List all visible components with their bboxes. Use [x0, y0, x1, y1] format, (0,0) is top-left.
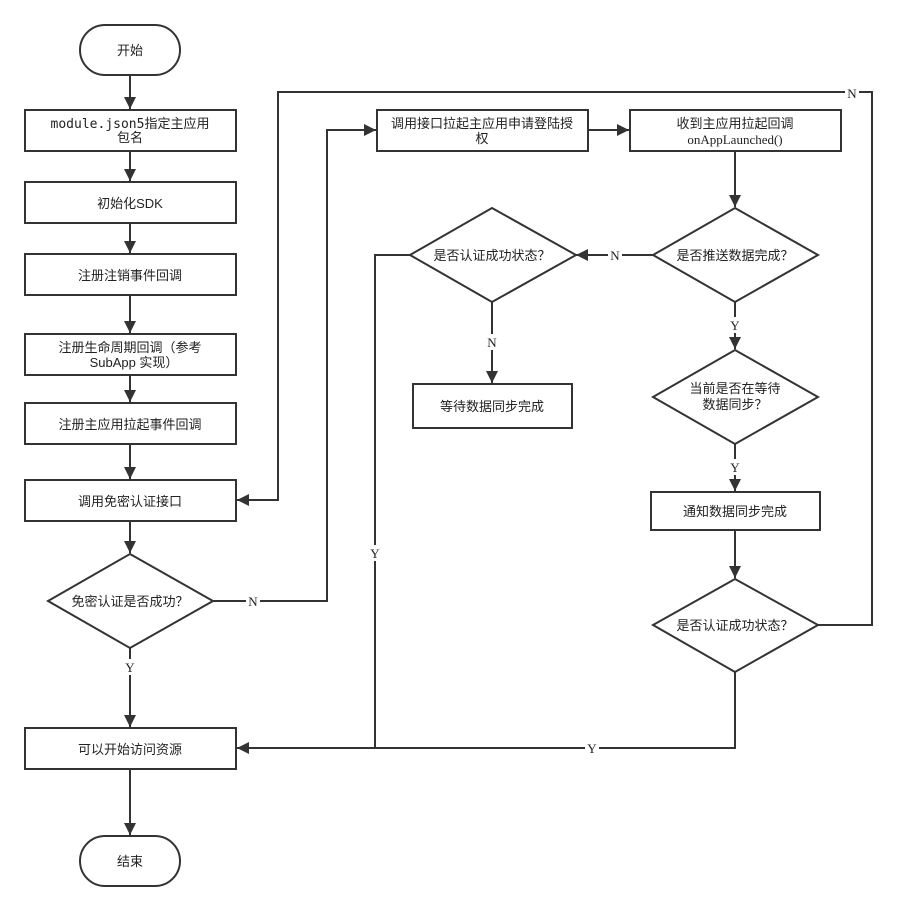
edge-label-auth-upper-yes-y: Y — [370, 546, 380, 561]
node-start-label: 开始 — [117, 43, 143, 58]
edge-label-login-fail-n: N — [248, 594, 258, 609]
terminal-shape — [79, 835, 181, 887]
node-register-launch-label: 注册主应用拉起事件回调 — [58, 417, 201, 432]
node-call-main-auth-line2: 权 — [475, 131, 488, 146]
node-waiting-sync: 当前是否在等待 数据同步？ — [650, 348, 821, 446]
process-shape — [24, 333, 237, 376]
label-bg — [608, 247, 622, 263]
node-module-json: module.json5指定主应用 包名 — [24, 109, 237, 152]
node-register-logout: 注册注销事件回调 — [24, 253, 237, 296]
node-login-free-success: 免密认证是否成功？ — [45, 552, 216, 650]
edge-label-auth-lower-no-n: N — [847, 86, 857, 101]
node-register-launch: 注册主应用拉起事件回调 — [24, 402, 237, 445]
label-bg — [246, 593, 260, 609]
edge-label-auth-upper-no-n: N — [487, 335, 497, 350]
node-module-json-line2: 包名 — [117, 130, 143, 146]
node-call-main-auth: 调用接口拉起主应用申请登陆授 权 — [376, 109, 589, 152]
process-shape — [412, 383, 573, 429]
node-can-access-label: 可以开始访问资源 — [78, 742, 182, 757]
label-bg — [728, 459, 742, 475]
edge-label-push-no-n: N — [610, 248, 620, 263]
label-bg — [845, 84, 859, 100]
process-shape — [24, 402, 237, 445]
node-register-lifecycle: 注册生命周期回调（参考 SubApp 实现） — [24, 333, 237, 376]
edge-authlower-no-to-loginfree — [237, 91, 873, 626]
node-end: 结束 — [79, 835, 181, 887]
edge-authlower-yes-to-access — [237, 672, 736, 754]
process-shape — [376, 109, 589, 152]
label-bg — [368, 545, 382, 561]
edges — [124, 75, 873, 835]
node-receive-callback: 收到主应用拉起回调 onAppLaunched() — [629, 109, 842, 152]
node-call-login-free-label: 调用免密认证接口 — [78, 494, 182, 509]
edge-loginfail-to-mainauth — [213, 124, 376, 602]
decision-shape — [45, 552, 216, 650]
process-shape — [650, 491, 821, 531]
node-register-lifecycle-line1: 注册生命周期回调（参考 — [58, 340, 201, 355]
node-push-done: 是否推送数据完成？ — [650, 206, 821, 304]
node-auth-state-lower-label: 是否认证成功状态？ — [676, 618, 793, 633]
node-init-sdk-label: 初始化SDK — [97, 196, 163, 211]
node-call-main-auth-line1: 调用接口拉起主应用申请登陆授 — [391, 116, 573, 131]
node-receive-callback-line1: 收到主应用拉起回调 — [676, 116, 793, 131]
node-register-logout-label: 注册注销事件回调 — [78, 268, 182, 283]
label-bg — [485, 334, 499, 350]
node-auth-state-lower: 是否认证成功状态？ — [650, 577, 821, 674]
process-shape — [24, 479, 237, 522]
decision-shape — [407, 206, 579, 304]
process-shape — [24, 727, 237, 770]
node-call-login-free: 调用免密认证接口 — [24, 479, 237, 522]
node-start: 开始 — [79, 24, 181, 76]
node-init-sdk: 初始化SDK — [24, 181, 237, 224]
node-notify-sync: 通知数据同步完成 — [650, 491, 821, 531]
edge-authupper-yes-down — [374, 254, 410, 748]
node-login-free-success-label: 免密认证是否成功？ — [71, 594, 188, 609]
edge-label-login-success-y: Y — [125, 660, 135, 675]
node-register-lifecycle-line2: SubApp 实现） — [90, 355, 179, 370]
node-push-done-label: 是否推送数据完成？ — [676, 248, 793, 263]
process-shape — [629, 109, 842, 152]
edge-label-waiting-yes-y: Y — [730, 460, 740, 475]
decision-shape — [650, 348, 821, 446]
decision-shape — [650, 577, 821, 674]
decision-shape — [650, 206, 821, 304]
edge-labels: N Y N N Y Y Y Y N — [123, 84, 859, 756]
node-wait-sync: 等待数据同步完成 — [412, 383, 573, 429]
node-waiting-sync-line1: 当前是否在等待 — [689, 381, 780, 396]
node-module-json-line1: module.json5指定主应用 — [51, 116, 210, 132]
node-receive-callback-line2: onAppLaunched() — [687, 132, 782, 147]
node-end-label: 结束 — [117, 854, 143, 869]
process-shape — [24, 109, 237, 152]
process-shape — [24, 181, 237, 224]
edge-label-push-yes-y: Y — [730, 318, 740, 333]
process-shape — [24, 253, 237, 296]
node-notify-sync-label: 通知数据同步完成 — [683, 504, 787, 519]
label-bg — [728, 317, 742, 333]
label-bg — [585, 740, 599, 756]
node-wait-sync-label: 等待数据同步完成 — [440, 399, 544, 414]
terminal-shape — [79, 24, 181, 76]
node-can-access: 可以开始访问资源 — [24, 727, 237, 770]
node-waiting-sync-line2: 数据同步？ — [702, 397, 767, 412]
node-auth-state-upper-label: 是否认证成功状态？ — [433, 248, 550, 263]
node-auth-state-upper: 是否认证成功状态？ — [407, 206, 579, 304]
label-bg — [123, 659, 137, 675]
edge-label-auth-lower-yes-y: Y — [587, 741, 597, 756]
